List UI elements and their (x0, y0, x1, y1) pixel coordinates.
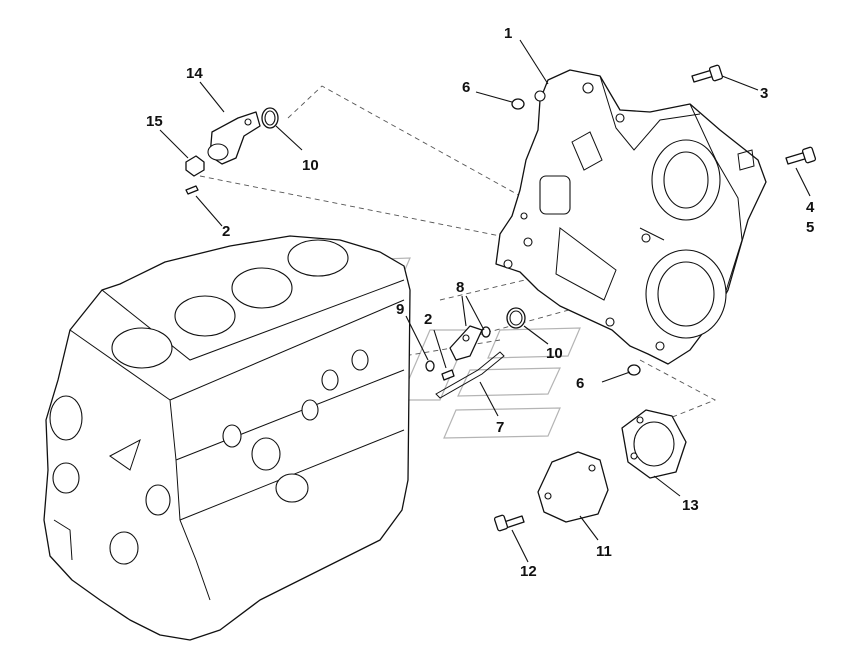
callout-8: 8 (456, 279, 464, 296)
bolt-part-3 (691, 64, 724, 83)
callout-2-top: 2 (222, 223, 230, 240)
gasket-part-7 (435, 351, 505, 399)
callout-6-top: 6 (462, 79, 470, 96)
plug-part-6-top (511, 98, 525, 110)
callout-labels: 1 14 6 3 15 10 4 5 2 8 9 2 10 6 7 13 11 … (146, 25, 815, 580)
callout-9: 9 (396, 301, 404, 318)
callout-1: 1 (504, 25, 512, 42)
sensor-housing-part-8 (449, 325, 483, 361)
callout-3: 3 (760, 85, 768, 102)
leader-lines (159, 39, 811, 563)
callout-2-middle: 2 (424, 311, 432, 328)
callout-13: 13 (682, 497, 699, 514)
callout-10-middle: 10 (546, 345, 563, 362)
callout-7: 7 (496, 419, 504, 436)
callout-11: 11 (596, 543, 612, 560)
screw-part-2-middle (441, 369, 455, 381)
engine-block (43, 235, 411, 641)
o-ring-part-10-middle (506, 307, 526, 329)
callout-14: 14 (186, 65, 203, 82)
bolt-part-12 (493, 514, 525, 532)
callout-6-bottom: 6 (576, 375, 584, 392)
cover-plate-part-11 (537, 451, 609, 523)
bolt-part-4-5 (785, 146, 817, 165)
o-ring-part-9 (425, 360, 435, 372)
screw-part-2-top (185, 185, 199, 195)
plug-part-6-bottom (627, 364, 641, 376)
plug-part-15 (185, 155, 205, 177)
callout-5: 5 (806, 219, 814, 236)
gear-case-cover (495, 69, 767, 365)
callout-12: 12 (520, 563, 537, 580)
callout-4: 4 (806, 199, 815, 216)
callout-15: 15 (146, 113, 163, 130)
callout-10-top: 10 (302, 157, 319, 174)
elbow-fitting-part-14 (207, 111, 261, 165)
o-ring-part-10-top (261, 107, 279, 129)
gasket-part-13 (621, 409, 687, 479)
